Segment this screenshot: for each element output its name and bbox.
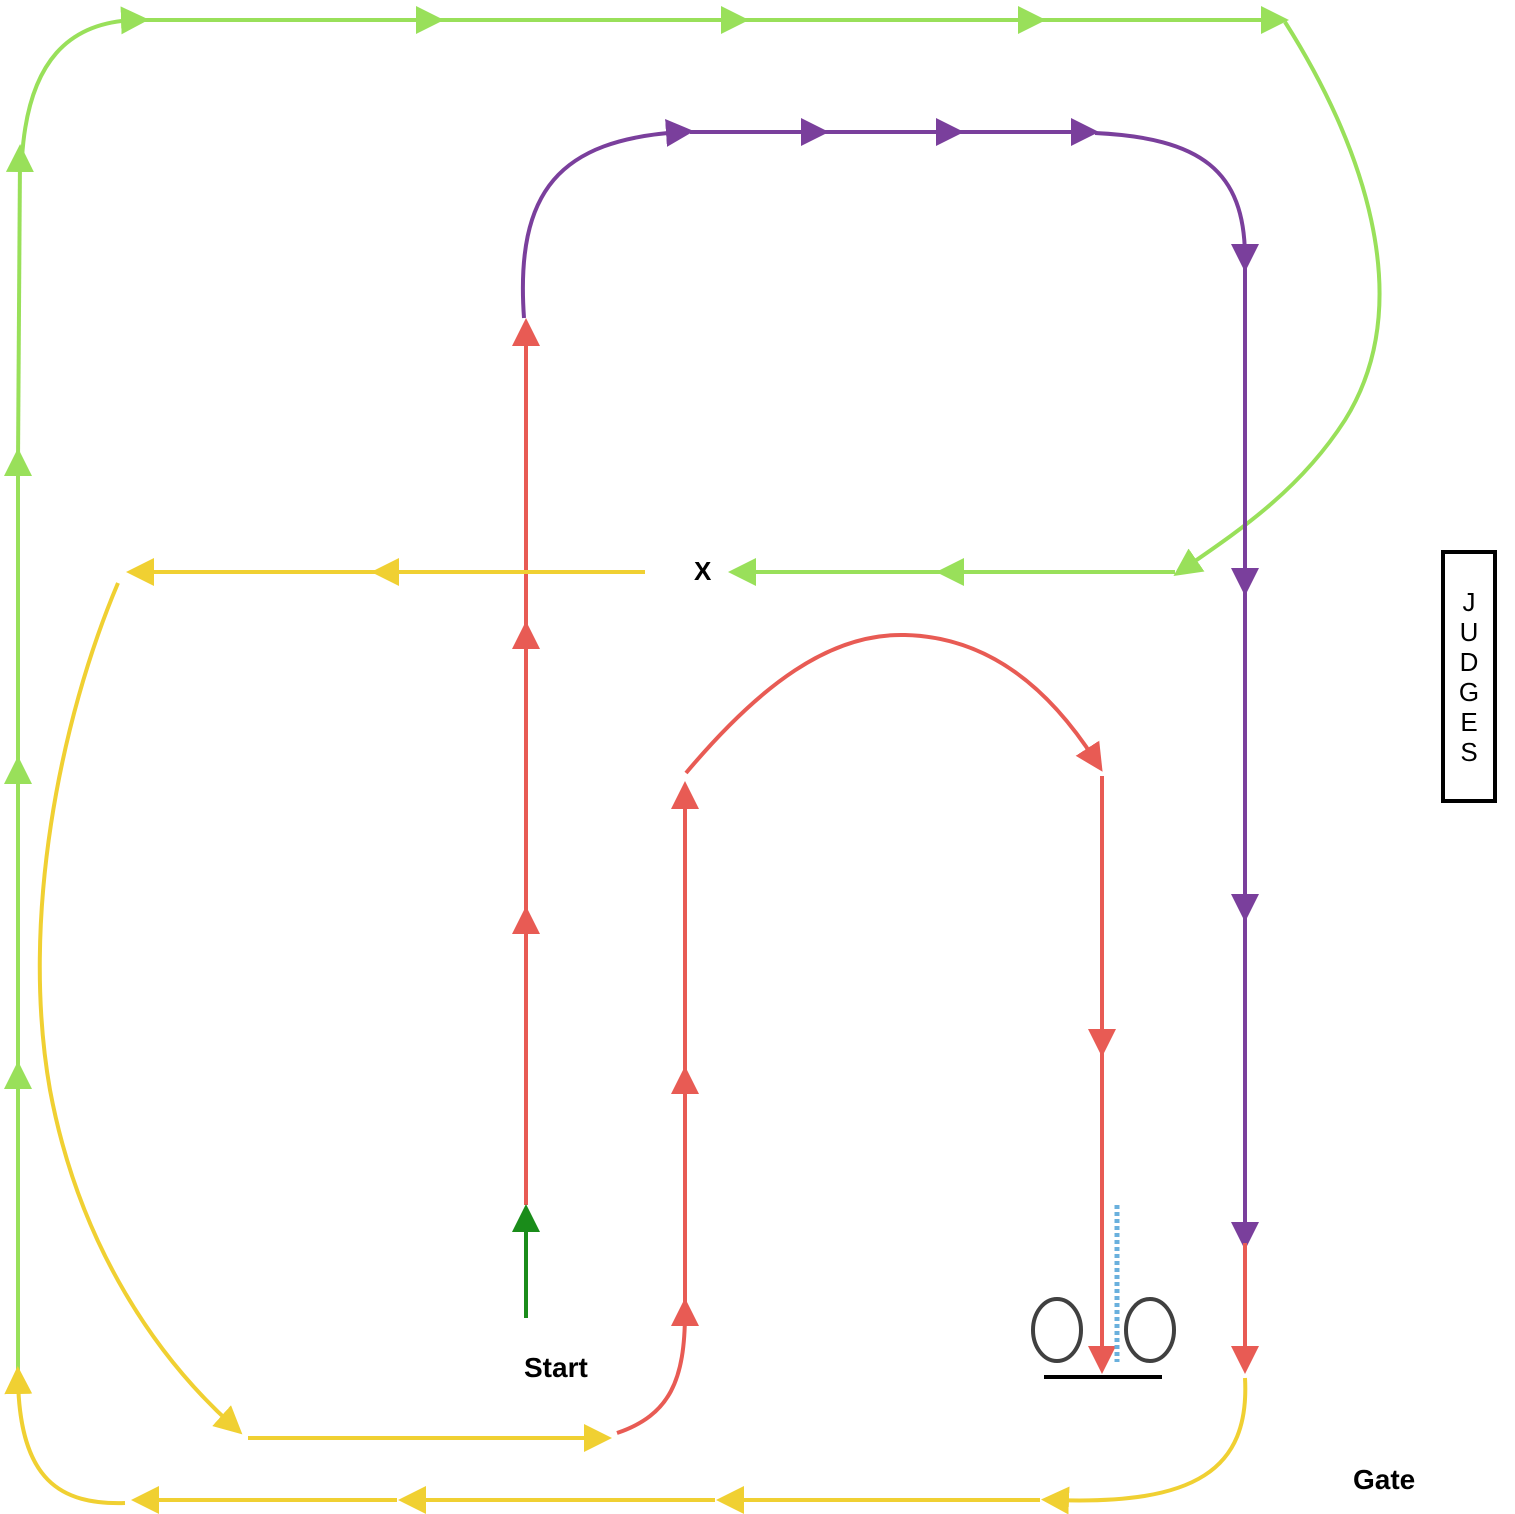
judges-letter: E (1460, 706, 1478, 737)
yellow-right-curve (1041, 1377, 1248, 1514)
judges-box: J U D G E S (1441, 550, 1497, 803)
green-route (4, 6, 1382, 1385)
yellow-left-curve (37, 582, 243, 1435)
red-route (512, 318, 1259, 1435)
green-right-curve (1173, 20, 1382, 576)
green-corner-curve (20, 6, 149, 159)
red-bottom-curve (616, 1298, 699, 1435)
barrel-pair-icon (1031, 1297, 1176, 1379)
judges-letter: U (1459, 616, 1479, 647)
left-barrel (1031, 1297, 1083, 1363)
judges-letter: S (1460, 736, 1478, 767)
purple-route (521, 118, 1259, 1250)
yellow-corner-curve (4, 1366, 126, 1506)
judges-letter: J (1462, 586, 1476, 617)
x-marker: X (694, 556, 712, 586)
right-barrel (1124, 1297, 1176, 1363)
green-left-segment (5, 144, 34, 463)
judges-letter: D (1459, 646, 1479, 677)
start-label: Start (524, 1352, 588, 1383)
purple-corner-curve (521, 118, 694, 319)
gate-label: Gate (1353, 1464, 1416, 1495)
judges-letter: G (1458, 676, 1480, 707)
yellow-route (4, 558, 1248, 1514)
red-arc (684, 632, 1103, 775)
purple-corner-curve (1094, 131, 1259, 272)
